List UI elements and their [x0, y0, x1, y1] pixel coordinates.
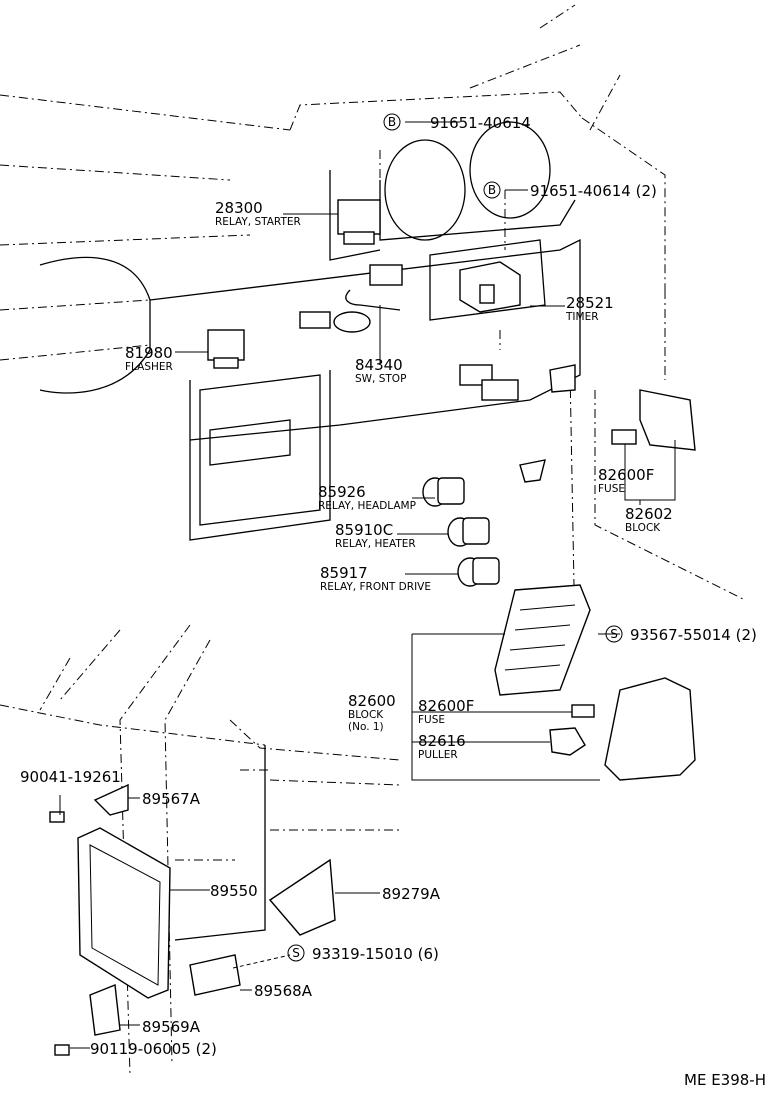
- part-number-82600f: 82600F: [598, 466, 654, 484]
- part-number-82600: 82600: [348, 692, 396, 710]
- callout-82600f-top: 82600F FUSE: [598, 466, 654, 495]
- part-desc-82600f-fuse: FUSE: [418, 714, 445, 726]
- part-desc-85910c: RELAY, HEATER: [335, 538, 416, 550]
- part-number-89568a: 89568A: [254, 982, 313, 1000]
- part-number-85910c: 85910C: [335, 521, 393, 539]
- part-number-89550: 89550: [210, 882, 258, 900]
- callout-93319-15010: S 93319-15010 (6): [287, 944, 439, 963]
- part-number-82600f-fuse: 82600F: [418, 697, 474, 715]
- callout-82600f: 82600F FUSE: [418, 697, 474, 726]
- part-number-90119-06005: 90119-06005 (2): [90, 1040, 217, 1058]
- part-number-93567-55014: 93567-55014 (2): [630, 626, 757, 644]
- part-number-89569a: 89569A: [142, 1018, 201, 1036]
- timer-shape: [459, 261, 521, 313]
- ecu-shape: [77, 827, 171, 999]
- callout-28521: 28521 TIMER: [565, 294, 614, 323]
- s-marker: S: [610, 627, 618, 641]
- relay-connectors-shape: [459, 364, 576, 483]
- part-number-93319-15010: 93319-15010 (6): [312, 945, 439, 963]
- callout-91651-40614: B 91651-40614: [383, 113, 531, 132]
- relay-starter-shape: [337, 199, 381, 245]
- fuse-shape: [571, 704, 595, 718]
- part-desc-85917: RELAY, FRONT DRIVE: [320, 581, 431, 593]
- callout-82600: 82600 BLOCK (No. 1): [348, 692, 396, 733]
- leader-lines: [59, 121, 676, 1049]
- callout-28300: 28300 RELAY, STARTER: [215, 199, 301, 228]
- part-number-82616: 82616: [418, 732, 466, 750]
- part-number-28300: 28300: [215, 199, 263, 217]
- lower-body-outline: [0, 624, 401, 1076]
- callout-91651-40614-2: B 91651-40614 (2): [483, 181, 657, 200]
- part-desc2-82600: (No. 1): [348, 721, 384, 733]
- callout-93567-55014: S 93567-55014 (2): [605, 625, 757, 644]
- callout-89279a: 89279A: [382, 885, 441, 903]
- callout-90041-19261: 90041-19261: [20, 768, 121, 786]
- part-desc-81980: FLASHER: [125, 361, 173, 373]
- block-82602-shape: [611, 389, 696, 451]
- b-marker: B: [388, 115, 396, 129]
- part-number-91651-40614: 91651-40614: [430, 114, 531, 132]
- callout-84340: 84340 SW, STOP: [355, 356, 406, 385]
- brackets-shape: [49, 783, 336, 1056]
- part-number-85926: 85926: [318, 483, 366, 501]
- part-desc-82616: PULLER: [418, 749, 458, 761]
- callout-89567a: 89567A: [142, 790, 201, 808]
- b-marker: B: [488, 183, 496, 197]
- callout-89569a: 89569A: [142, 1018, 201, 1036]
- part-number-89279a: 89279A: [382, 885, 441, 903]
- callout-85910c: 85910C RELAY, HEATER: [335, 521, 416, 550]
- part-number-85917: 85917: [320, 564, 368, 582]
- part-number-28521: 28521: [566, 294, 614, 312]
- callout-85926: 85926 RELAY, HEADLAMP: [318, 483, 416, 512]
- flasher-shape: [207, 329, 245, 369]
- figure-code: ME E398-H: [684, 1071, 766, 1089]
- part-number-91651-40614-2: 91651-40614 (2): [530, 182, 657, 200]
- relay-heater-shape: [447, 517, 490, 547]
- part-desc-28521: TIMER: [565, 311, 599, 323]
- part-desc-82600f: FUSE: [598, 483, 625, 495]
- stop-switch-shape: [299, 264, 403, 333]
- part-desc-84340: SW, STOP: [355, 373, 406, 385]
- block-no1-shape: [494, 584, 591, 696]
- part-number-81980: 81980: [125, 344, 173, 362]
- callout-90119-06005: 90119-06005 (2): [90, 1040, 217, 1058]
- block-cover-shape: [604, 677, 696, 781]
- part-desc-82600: BLOCK: [348, 709, 384, 721]
- part-number-84340: 84340: [355, 356, 403, 374]
- callout-85917: 85917 RELAY, FRONT DRIVE: [320, 564, 431, 593]
- relay-headlamp-shape: [422, 477, 465, 507]
- callout-81980: 81980 FLASHER: [125, 344, 173, 373]
- callout-89568a: 89568A: [254, 982, 313, 1000]
- puller-shape: [549, 727, 586, 756]
- part-desc-28300: RELAY, STARTER: [215, 216, 301, 228]
- part-number-89567a: 89567A: [142, 790, 201, 808]
- callout-89550: 89550: [210, 882, 258, 900]
- callout-82602: 82602 BLOCK: [625, 505, 673, 534]
- callout-82616: 82616 PULLER: [418, 732, 466, 761]
- part-number-90041-19261: 90041-19261: [20, 768, 121, 786]
- part-number-82602: 82602: [625, 505, 673, 523]
- part-desc-82602: BLOCK: [625, 522, 661, 534]
- relay-front-drive-shape: [457, 557, 500, 587]
- part-desc-85926: RELAY, HEADLAMP: [318, 500, 416, 512]
- s-marker: S: [292, 946, 300, 960]
